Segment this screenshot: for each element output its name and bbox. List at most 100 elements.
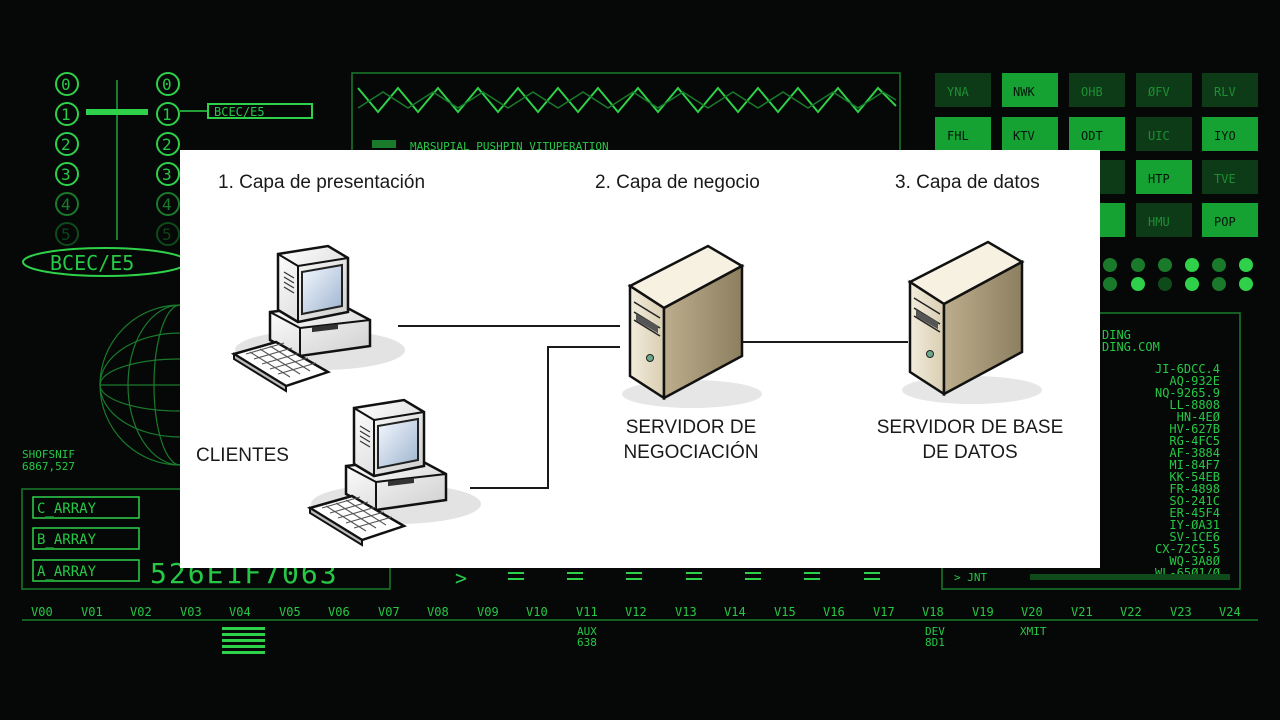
right-list-panel: DING DING.COM JI-6DCC.4 AQ-932E NQ-9265.… (941, 312, 1241, 590)
shofsnif-value: 6867,527 (22, 460, 75, 473)
ruler-v14: V14 (724, 605, 746, 619)
right-list-3: LL-8808 (1169, 398, 1220, 412)
grid-code-tve: TVE (1214, 172, 1236, 186)
right-list-4: HN-4EØ (1177, 410, 1221, 424)
shofsnif-label: SHOFSNIF (22, 448, 75, 461)
layer-business-heading: 2. Capa de negocio (595, 172, 760, 193)
left-number-1: 1 (61, 105, 71, 124)
ruler-v15: V15 (774, 605, 796, 619)
ruler-v01: V01 (81, 605, 103, 619)
svg-text:>: > (455, 566, 467, 590)
left-label-large: BCEC/E5 (50, 251, 134, 275)
app-server-label-line1: SERVIDOR DE (625, 417, 757, 438)
ruler-v11: V11 (576, 605, 598, 619)
grid-code-iyo: IYO (1214, 129, 1236, 143)
left-number-1b: 1 (162, 105, 172, 124)
ruler-v18: V18 (922, 605, 944, 619)
client-computer-icon-1 (232, 244, 407, 393)
db-server-label-line2: DE DATOS (922, 442, 1018, 463)
left-number-2b: 2 (162, 135, 172, 154)
ruler-v17: V17 (873, 605, 895, 619)
ruler-v02: V02 (130, 605, 152, 619)
db-server-label-line1: SERVIDOR DE BASE (876, 417, 1064, 438)
grid-code-pop: POP (1214, 215, 1236, 229)
aux-value: 638 (577, 636, 597, 649)
ruler-v22: V22 (1120, 605, 1142, 619)
grid-code-uic: UIC (1148, 129, 1170, 143)
connection-lines (398, 325, 908, 489)
right-list-2: NQ-9265.9 (1155, 386, 1220, 400)
left-number-0: 0 (61, 75, 71, 94)
left-number-5b: 5 (162, 225, 172, 244)
right-list-6: RG-4FC5 (1169, 434, 1220, 448)
dev-value: 8D1 (925, 636, 945, 649)
right-header-1: DING (1102, 328, 1131, 342)
array-label-b: B_ARRAY (37, 532, 97, 548)
right-list-0: JI-6DCC.4 (1155, 362, 1220, 376)
right-list-12: ER-45F4 (1169, 506, 1220, 520)
right-list-10: FR-4898 (1169, 482, 1220, 496)
ruler-v07: V07 (378, 605, 400, 619)
grid-code-odt: ODT (1081, 129, 1103, 143)
bottom-ruler: V00 V01 V02 V03 V04 V05 V06 V07 V08 V09 … (22, 605, 1258, 654)
marquee-text: MARSUPIAL PUSHPIN VITUPERATION (410, 140, 609, 153)
left-dial-panel: 0 0 1 1 2 2 3 3 4 4 5 5 BCEC/E5 BCEC/E5 (22, 72, 313, 277)
left-label-small: BCEC/E5 (214, 105, 265, 119)
right-list-9: KK-54EB (1169, 470, 1220, 484)
aux-label: AUX (577, 625, 597, 638)
array-label-c: C_ARRAY (37, 501, 97, 517)
architecture-diagram-panel: 1. Capa de presentación 2. Capa de negoc… (180, 150, 1100, 568)
jnt-label: > JNT (954, 571, 987, 584)
architecture-diagram (232, 240, 1044, 547)
right-list-14: SV-1CE6 (1169, 530, 1220, 544)
left-number-3: 3 (61, 165, 71, 184)
clients-label: CLIENTES (196, 445, 289, 466)
dev-label: DEV (925, 625, 945, 638)
grid-code-fhl: FHL (947, 129, 969, 143)
ruler-v05: V05 (279, 605, 301, 619)
left-number-2: 2 (61, 135, 71, 154)
app-server-label-line2: NEGOCIACIÓN (623, 442, 759, 463)
grid-code-ktv: KTV (1013, 129, 1035, 143)
right-list-1: AQ-932E (1169, 374, 1220, 388)
link-client2-server (470, 346, 620, 489)
right-list-16: WQ-3A8Ø (1169, 554, 1220, 568)
grid-code-ofv: ØFV (1148, 85, 1170, 99)
ruler-v10: V10 (526, 605, 548, 619)
ruler-v12: V12 (625, 605, 647, 619)
app-server-icon (620, 244, 764, 410)
ruler-v23: V23 (1170, 605, 1192, 619)
xmit-label: XMIT (1020, 625, 1047, 638)
grid-code-yna: YNA (947, 85, 969, 99)
indicator-dots (1103, 258, 1253, 291)
right-list-11: SO-241C (1169, 494, 1220, 508)
right-list-15: CX-72C5.5 (1155, 542, 1220, 556)
ruler-v04: V04 (229, 605, 251, 619)
right-list-7: AF-3884 (1169, 446, 1220, 460)
right-list-13: IY-ØA31 (1169, 518, 1220, 532)
layer-data-heading: 3. Capa de datos (895, 172, 1040, 193)
code-grid: YNA NWK OHB ØFV RLV FHL KTV ODT UIC IYO … (935, 73, 1258, 237)
left-number-4: 4 (61, 195, 71, 214)
left-number-0b: 0 (162, 75, 172, 94)
layer-presentation-heading: 1. Capa de presentación (218, 172, 426, 193)
ruler-v03: V03 (180, 605, 202, 619)
ruler-v00: V00 (31, 605, 53, 619)
ruler-v21: V21 (1071, 605, 1093, 619)
array-label-a: A_ARRAY (37, 564, 97, 580)
grid-code-htp: HTP (1148, 172, 1170, 186)
grid-code-hmu: HMU (1148, 215, 1170, 229)
ruler-v08: V08 (427, 605, 449, 619)
ruler-v20: V20 (1021, 605, 1043, 619)
ruler-v19: V19 (972, 605, 994, 619)
database-server-icon (900, 240, 1044, 406)
left-number-4b: 4 (162, 195, 172, 214)
client-computer-icon-2 (308, 398, 483, 547)
ruler-v16: V16 (823, 605, 845, 619)
ruler-v06: V06 (328, 605, 350, 619)
left-number-5: 5 (61, 225, 71, 244)
right-header-2: DING.COM (1102, 340, 1160, 354)
left-number-3b: 3 (162, 165, 172, 184)
right-list-8: MI-84F7 (1169, 458, 1220, 472)
grid-code-nwk: NWK (1013, 85, 1035, 99)
